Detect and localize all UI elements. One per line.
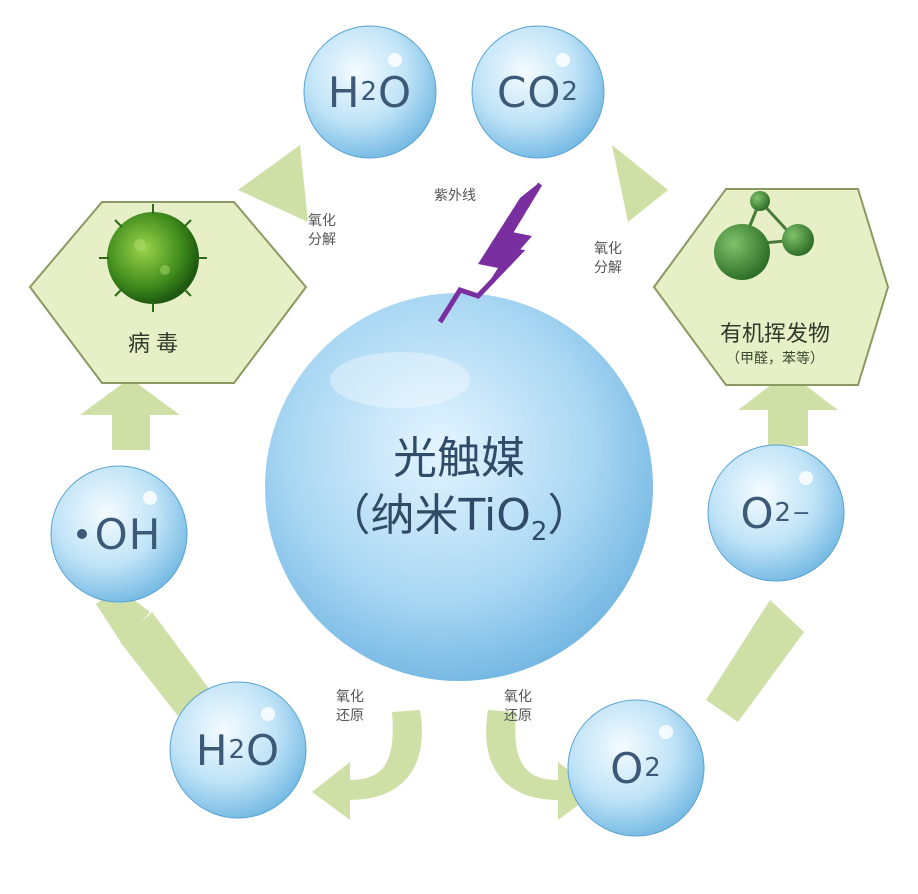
process-label-bottom-right: 氧化 还原 bbox=[504, 689, 532, 724]
process-label-right-top: 氧化 分解 bbox=[594, 241, 622, 276]
arrow-to-o2-minus bbox=[706, 600, 804, 722]
arrow-to-virus bbox=[80, 378, 180, 450]
voc-hexagon bbox=[652, 188, 890, 386]
cycle-arrows bbox=[80, 145, 838, 820]
bubbles bbox=[50, 25, 845, 837]
molecule-icon bbox=[714, 191, 814, 280]
center-subtitle: （纳米TiO2） bbox=[326, 490, 592, 548]
arrow-to-o2-bottom bbox=[486, 710, 596, 820]
label-oh: OH bbox=[51, 498, 187, 570]
center-title: 光触媒 bbox=[393, 433, 525, 484]
arrow-to-h2o-top bbox=[238, 145, 308, 222]
voc-sublabel: （甲醛，苯等） bbox=[726, 351, 824, 367]
arrow-to-h2o-bottom bbox=[312, 710, 422, 820]
arrow-to-oh bbox=[120, 612, 210, 716]
photocatalyst-sphere bbox=[265, 293, 653, 681]
process-label-bottom-left: 氧化 还原 bbox=[336, 689, 364, 724]
voc-label: 有机挥发物 bbox=[719, 322, 830, 347]
uv-label: 紫外线 bbox=[434, 188, 476, 204]
virus-icon bbox=[99, 204, 207, 312]
bubble-co2-top bbox=[471, 25, 605, 159]
center-label: 光触媒 （纳米TiO2） bbox=[300, 420, 618, 560]
arrow-to-voc-up bbox=[738, 372, 838, 446]
radical-dot bbox=[76, 529, 87, 539]
process-label-left-top: 氧化 分解 bbox=[308, 213, 336, 248]
bubble-h2o-top bbox=[303, 25, 437, 159]
arrow-to-voc bbox=[612, 145, 668, 222]
virus-label: 病毒 bbox=[127, 332, 184, 357]
